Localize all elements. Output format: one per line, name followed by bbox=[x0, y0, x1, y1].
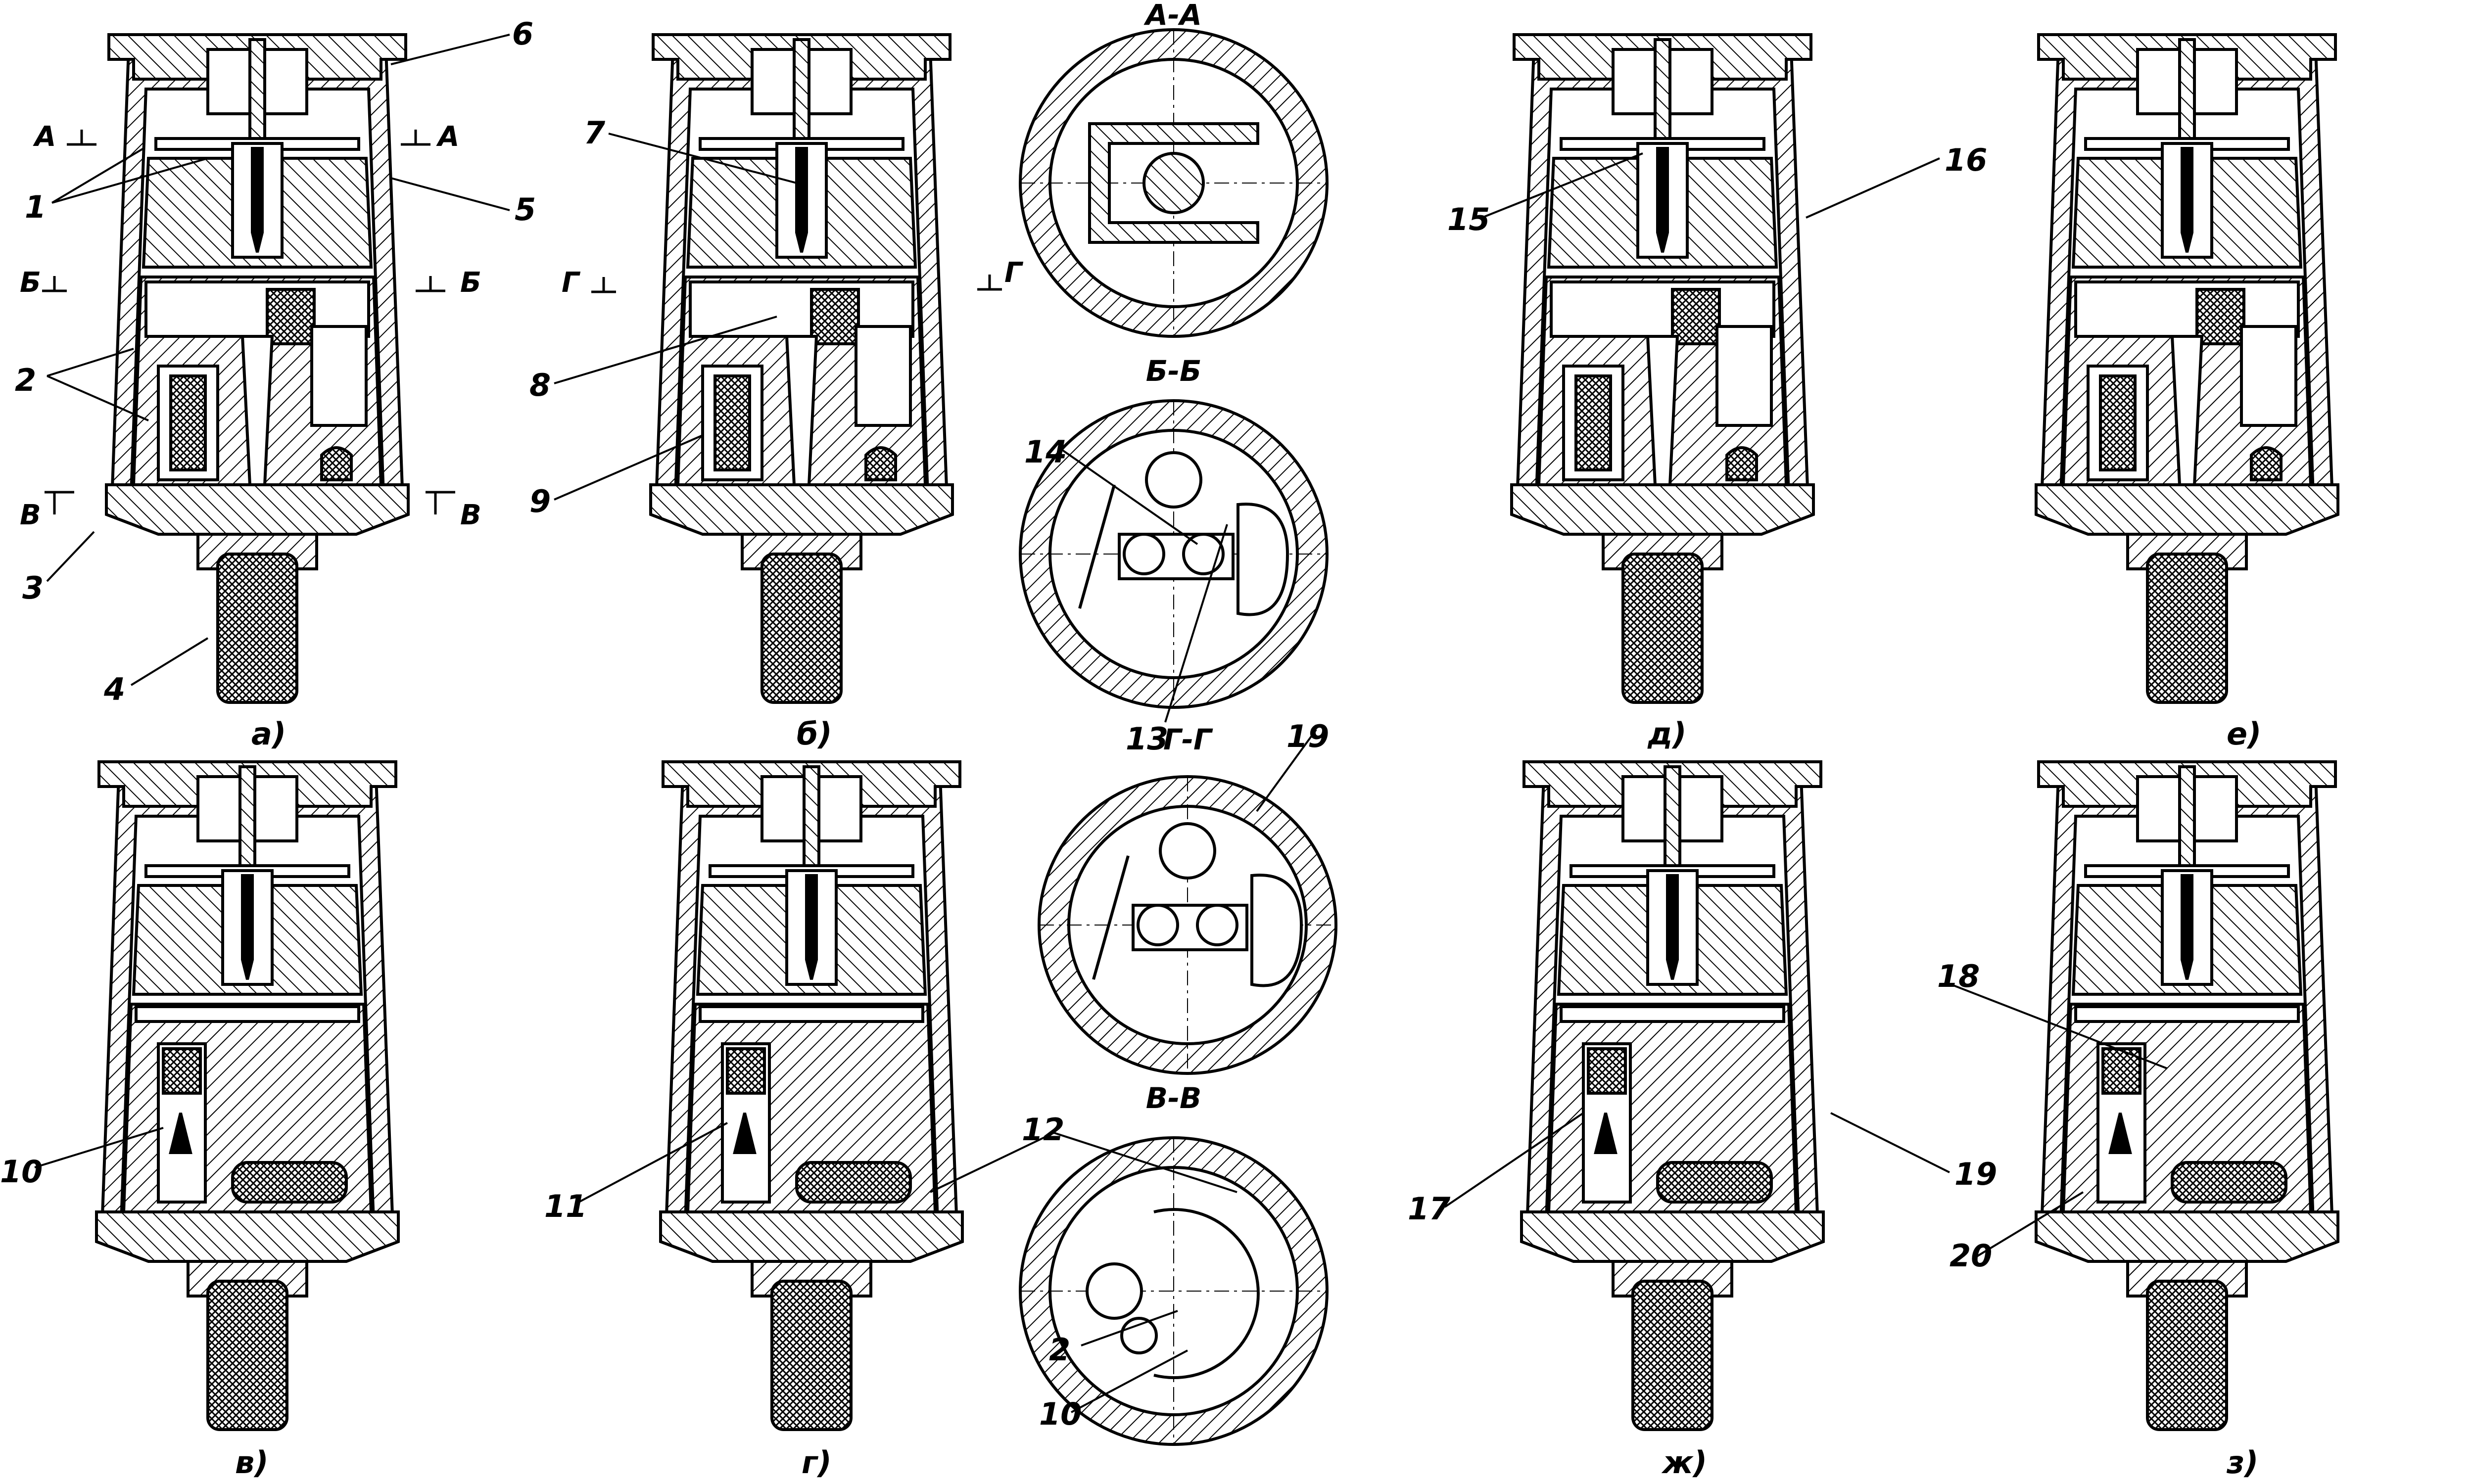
caption-b: б) bbox=[797, 716, 832, 752]
section-title-bb: Б-Б bbox=[1146, 354, 1202, 388]
section-title-gg: Г-Г bbox=[1163, 723, 1213, 756]
device-view-e bbox=[2035, 33, 2339, 704]
detonator-e bbox=[2146, 553, 2228, 704]
detonator-a bbox=[216, 553, 298, 704]
caption-z: з) bbox=[2226, 1444, 2258, 1481]
callout-1: 1 bbox=[25, 189, 46, 225]
caption-v: в) bbox=[235, 1444, 269, 1481]
cut-mark-g-left: Г bbox=[562, 267, 581, 299]
detonator-zh bbox=[1631, 1280, 1713, 1431]
cut-mark-g-right: Г bbox=[1004, 257, 1024, 289]
cut-mark-a-left: А bbox=[33, 121, 56, 153]
callout-15: 15 bbox=[1447, 201, 1490, 237]
callout-2-vv: 2 bbox=[1049, 1332, 1070, 1368]
callout-13: 13 bbox=[1126, 721, 1168, 757]
section-view-gg bbox=[1038, 775, 1337, 1075]
section-title-vv: В-В bbox=[1146, 1081, 1202, 1115]
cut-mark-lines bbox=[42, 130, 1002, 514]
callout-9: 9 bbox=[529, 483, 551, 519]
section-title-aa: А-А bbox=[1143, 0, 1202, 32]
section-view-aa bbox=[1019, 28, 1329, 338]
section-view-vv bbox=[1019, 1136, 1329, 1446]
callout-7: 7 bbox=[584, 115, 606, 151]
caption-zh: ж) bbox=[1661, 1444, 1707, 1481]
cut-mark-v-right: В bbox=[460, 499, 481, 531]
callout-14: 14 bbox=[1024, 434, 1067, 470]
caption-a: а) bbox=[251, 716, 286, 752]
callout-10-vv: 10 bbox=[1039, 1396, 1082, 1432]
caption-g: г) bbox=[802, 1444, 832, 1481]
callout-16: 16 bbox=[1945, 142, 1987, 178]
callout-20: 20 bbox=[1950, 1238, 1992, 1274]
cut-mark-b-left: Б bbox=[20, 267, 41, 299]
detonator-v bbox=[206, 1280, 288, 1431]
callout-19-top: 19 bbox=[1286, 718, 1329, 754]
cut-mark-b-right: Б bbox=[460, 267, 481, 299]
device-view-v bbox=[95, 760, 400, 1431]
callout-2: 2 bbox=[15, 362, 36, 398]
section-view-bb bbox=[1019, 399, 1329, 709]
callout-17: 17 bbox=[1408, 1191, 1451, 1227]
callout-19-bottom: 19 bbox=[1954, 1156, 1997, 1192]
callouts: 1 2 3 4 5 6 7 8 9 10 11 12 13 14 15 16 1… bbox=[0, 16, 1997, 1432]
device-view-zh bbox=[1520, 760, 1825, 1431]
device-view-z bbox=[2035, 760, 2339, 1431]
callout-3: 3 bbox=[22, 570, 44, 606]
detonator-d bbox=[1621, 553, 1704, 704]
detonator-b bbox=[761, 553, 843, 704]
callout-12: 12 bbox=[1022, 1112, 1064, 1148]
caption-d: д) bbox=[1647, 716, 1686, 752]
callout-10: 10 bbox=[0, 1154, 43, 1190]
leader-lines bbox=[34, 34, 2168, 1413]
detonator-g bbox=[770, 1280, 853, 1431]
callout-8: 8 bbox=[529, 367, 551, 403]
callout-5: 5 bbox=[515, 191, 536, 228]
device-view-d bbox=[1510, 33, 1815, 704]
callout-18: 18 bbox=[1937, 958, 1980, 994]
callout-6: 6 bbox=[512, 16, 533, 52]
device-view-a bbox=[105, 33, 410, 704]
cut-mark-v-left: В bbox=[20, 499, 41, 531]
cut-mark-a-right: А bbox=[436, 121, 459, 153]
device-view-g bbox=[659, 760, 964, 1431]
detonator-z bbox=[2146, 1280, 2228, 1431]
callout-11: 11 bbox=[544, 1188, 587, 1224]
caption-e: е) bbox=[2227, 716, 2261, 752]
callout-4: 4 bbox=[103, 671, 125, 707]
device-view-b bbox=[649, 33, 954, 704]
